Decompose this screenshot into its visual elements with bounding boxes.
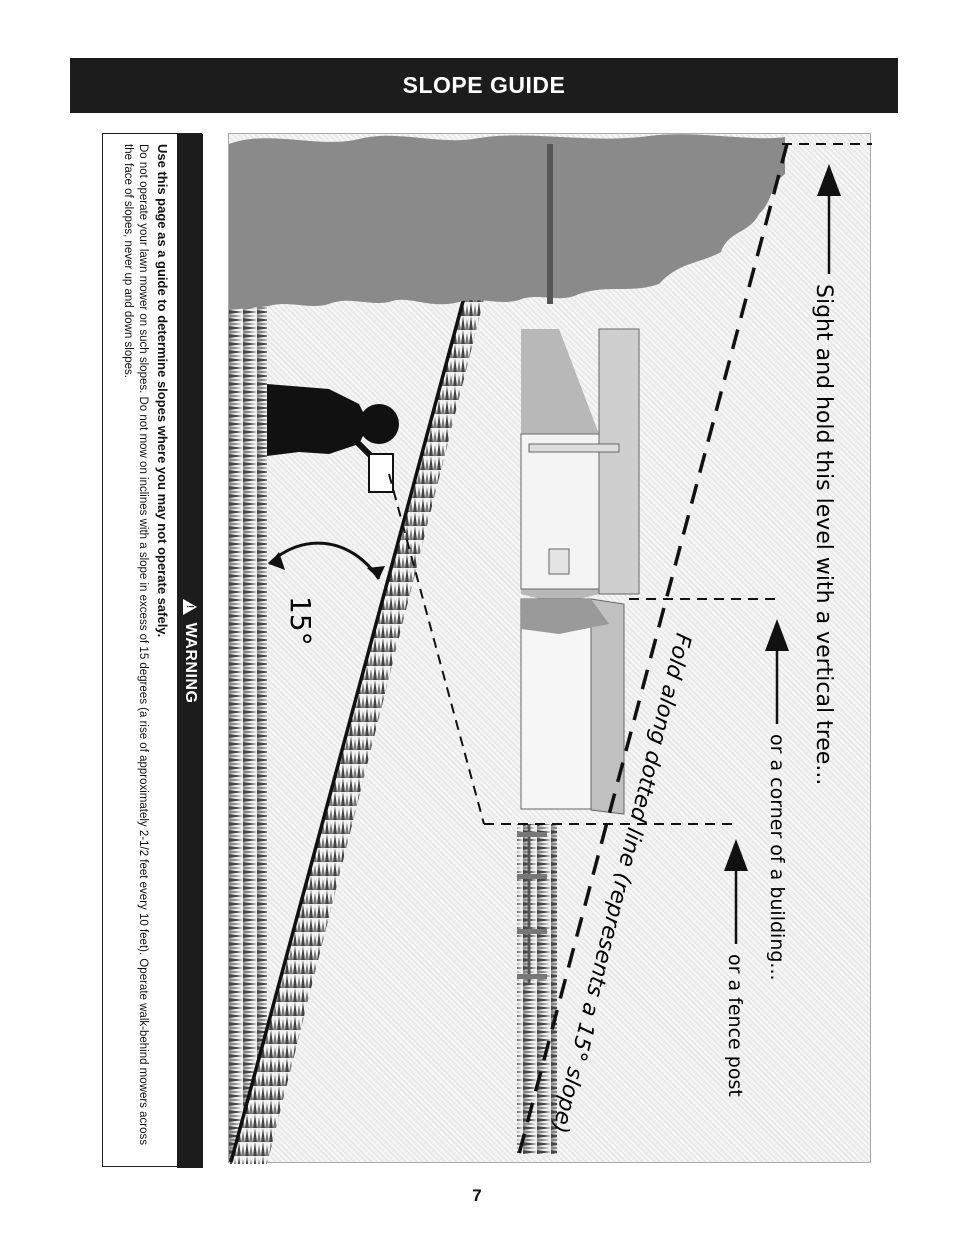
page-title: SLOPE GUIDE [402,72,566,98]
slope-hill-grass [229,279,489,1164]
instruction-tree: Sight and hold this level with a vertica… [811,284,836,785]
person-silhouette [267,384,399,493]
warning-text: Do not operate your lawn mower on such s… [122,144,149,1145]
warning-heading: Use this page as a guide to determine sl… [155,144,170,638]
tree-arrow [817,164,841,274]
tree-trunk [547,144,553,304]
warning-panel: ! WARNING Use this page as a guide to de… [102,133,203,1168]
tree-canopy [229,134,785,310]
back-grass [517,824,557,1154]
angle-arrow-head [367,566,385,579]
page-number: 7 [472,1186,482,1205]
building-arrow [765,619,789,724]
warning-header-bar: ! WARNING [177,134,203,1168]
warning-triangle-icon: ! [183,598,197,615]
fence [517,824,547,984]
fence-arrow [724,839,748,944]
warning-body: Use this page as a guide to determine sl… [120,144,171,1158]
sight-line [388,473,485,825]
fold-line [517,143,789,1155]
warning-content: ! WARNING Use this page as a guide to de… [103,134,203,1168]
ground-grass [229,154,267,1164]
angle-label: 15° [284,596,317,646]
section-header: SLOPE GUIDE [70,58,898,113]
instruction-building: or a corner of a building... [766,734,788,981]
angle-arrow-tail [269,552,285,570]
slope-diagram: 15° Sight and hold this level with a ver… [229,134,872,1164]
slope-line [229,278,471,1163]
instruction-fence: or a fence post [724,954,746,1097]
angle-arc [267,541,381,580]
warning-label: WARNING [182,622,199,704]
house [520,328,640,815]
slope-illustration: 15° Sight and hold this level with a ver… [228,133,872,1164]
